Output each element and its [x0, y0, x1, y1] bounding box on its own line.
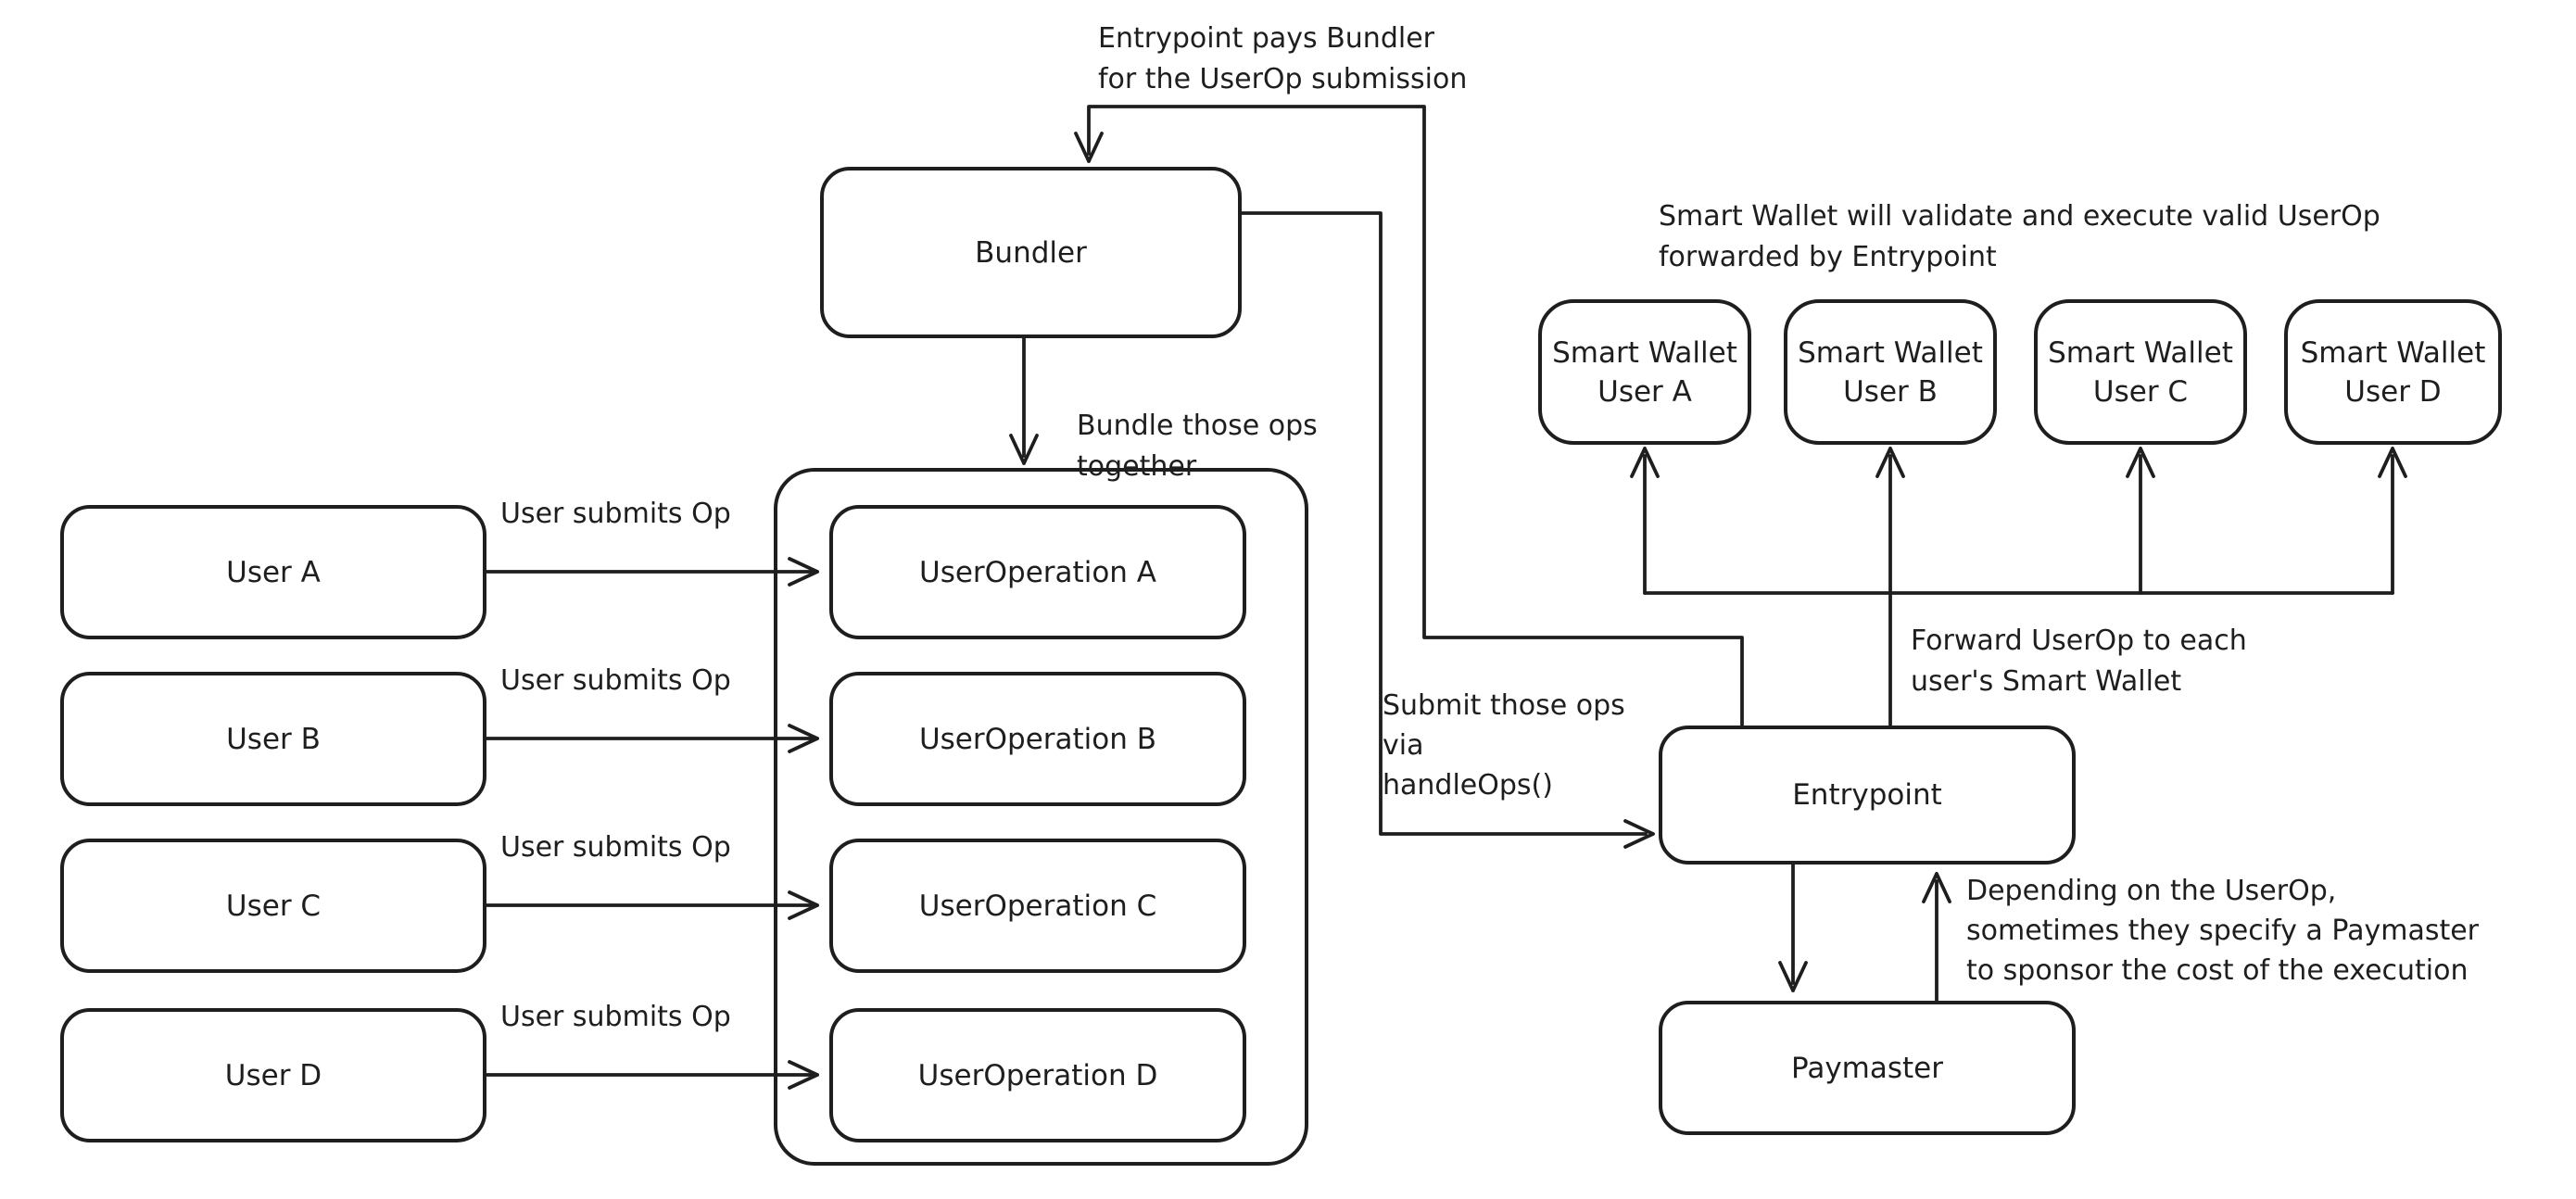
node-smart-wallet-a-line1: Smart Wallet	[1552, 335, 1737, 370]
arrow-user-a-to-userop-a[interactable]	[485, 557, 819, 587]
node-bundler-label: Bundler	[975, 235, 1087, 270]
note-paymaster-line1: Depending on the UserOp,	[1966, 875, 2337, 907]
node-userop-b-label: UserOperation B	[918, 722, 1157, 756]
node-user-c-label: User C	[225, 889, 322, 923]
node-user-d-label: User D	[224, 1058, 322, 1092]
note-smart-wallet-line2: forwarded by Entrypoint	[1659, 241, 1997, 273]
node-userop-b[interactable]: UserOperation B	[829, 672, 1246, 806]
arrow-paymaster-to-entrypoint[interactable]	[1922, 872, 1951, 1003]
arrow-user-c-to-userop-c[interactable]	[485, 890, 819, 920]
note-forward-userop-line2: user's Smart Wallet	[1911, 665, 2182, 698]
node-user-c[interactable]: User C	[60, 839, 486, 973]
node-smart-wallet-a[interactable]: Smart Wallet User A	[1538, 299, 1751, 445]
node-smart-wallet-b[interactable]: Smart Wallet User B	[1784, 299, 1997, 445]
node-userop-d[interactable]: UserOperation D	[829, 1008, 1246, 1142]
note-bundle-ops-line2: together	[1077, 450, 1197, 483]
node-smart-wallet-b-line1: Smart Wallet	[1798, 335, 1983, 370]
node-smart-wallet-a-line2: User A	[1597, 374, 1692, 409]
node-user-a-label: User A	[226, 555, 321, 589]
node-user-d[interactable]: User D	[60, 1008, 486, 1142]
arrow-forward-to-smart-wallet-d[interactable]	[2378, 447, 2407, 595]
note-user-submits-b: User submits Op	[500, 664, 731, 697]
note-entrypoint-pays-line2: for the UserOp submission	[1098, 63, 1468, 95]
node-smart-wallet-d-line2: User D	[2344, 374, 2442, 409]
arrow-forward-to-smart-wallet-b[interactable]	[1875, 447, 1905, 727]
note-paymaster-line3: to sponsor the cost of the execution	[1966, 954, 2469, 987]
note-smart-wallet: Smart Wallet will validate and execute v…	[1659, 196, 2380, 278]
node-userop-c-label: UserOperation C	[918, 889, 1157, 923]
node-user-a[interactable]: User A	[60, 505, 486, 639]
node-smart-wallet-c[interactable]: Smart Wallet User C	[2034, 299, 2247, 445]
note-submit-ops-line1: Submit those ops	[1383, 689, 1625, 722]
node-smart-wallet-c-line1: Smart Wallet	[2048, 335, 2233, 370]
note-smart-wallet-line1: Smart Wallet will validate and execute v…	[1659, 200, 2380, 233]
note-paymaster-line2: sometimes they specify a Paymaster	[1966, 915, 2480, 947]
node-userop-a-label: UserOperation A	[919, 555, 1156, 589]
node-paymaster[interactable]: Paymaster	[1659, 1001, 2076, 1135]
note-user-submits-c: User submits Op	[500, 831, 731, 864]
note-forward-userop-line1: Forward UserOp to each	[1911, 625, 2247, 657]
note-forward-userop: Forward UserOp to each user's Smart Wall…	[1911, 621, 2247, 702]
node-userop-c[interactable]: UserOperation C	[829, 839, 1246, 973]
node-smart-wallet-d-line1: Smart Wallet	[2300, 335, 2486, 370]
node-entrypoint[interactable]: Entrypoint	[1659, 726, 2076, 865]
arrow-forward-to-smart-wallet-a[interactable]	[1630, 447, 1660, 595]
note-submit-ops: Submit those ops via handleOps()	[1383, 686, 1625, 805]
node-entrypoint-label: Entrypoint	[1792, 778, 1942, 812]
node-smart-wallet-b-line2: User B	[1843, 374, 1938, 409]
node-paymaster-label: Paymaster	[1791, 1051, 1943, 1085]
node-user-b-label: User B	[226, 722, 321, 756]
note-bundle-ops-line1: Bundle those ops	[1077, 410, 1318, 442]
note-submit-ops-line2: via	[1383, 729, 1424, 762]
arrow-forward-to-smart-wallet-c[interactable]	[2126, 447, 2155, 595]
note-submit-ops-line3: handleOps()	[1383, 769, 1553, 801]
node-userop-d-label: UserOperation D	[917, 1058, 1158, 1092]
arrow-entrypoint-to-paymaster[interactable]	[1778, 863, 1808, 992]
note-user-submits-a: User submits Op	[500, 498, 731, 530]
arrow-user-b-to-userop-b[interactable]	[485, 724, 819, 753]
node-bundler[interactable]: Bundler	[820, 167, 1242, 338]
note-bundle-ops: Bundle those ops together	[1077, 406, 1318, 487]
note-user-submits-d: User submits Op	[500, 1001, 731, 1033]
arrow-user-d-to-userop-d[interactable]	[485, 1060, 819, 1090]
node-userop-a[interactable]: UserOperation A	[829, 505, 1246, 639]
note-entrypoint-pays-line1: Entrypoint pays Bundler	[1098, 22, 1434, 55]
node-smart-wallet-d[interactable]: Smart Wallet User D	[2284, 299, 2502, 445]
node-smart-wallet-c-line2: User C	[2092, 374, 2189, 409]
note-entrypoint-pays: Entrypoint pays Bundler for the UserOp s…	[1098, 19, 1467, 100]
arrow-bundler-to-bundle[interactable]	[1009, 336, 1039, 465]
note-paymaster: Depending on the UserOp, sometimes they …	[1966, 871, 2479, 991]
node-user-b[interactable]: User B	[60, 672, 486, 806]
